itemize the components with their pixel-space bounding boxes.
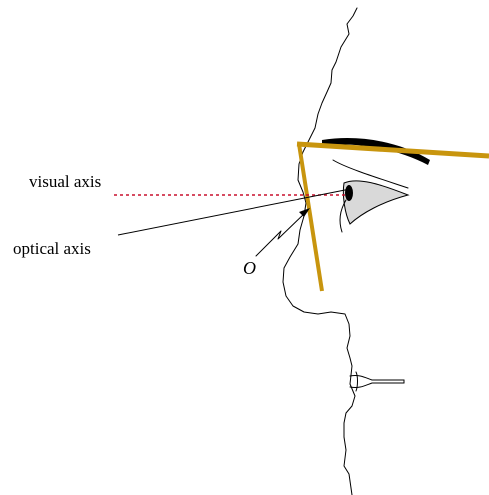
- eye-white: [343, 181, 408, 224]
- upper-lip-line: [350, 375, 404, 380]
- frame-vertical-bar: [299, 144, 322, 291]
- visual-axis-label: visual axis: [29, 172, 101, 191]
- pupil: [345, 185, 353, 201]
- optical-axis-line: [118, 189, 350, 235]
- lip-mark: [356, 372, 358, 391]
- o-pointer-line: [256, 212, 306, 256]
- face-profile-outline: [283, 8, 357, 495]
- optical-axis-label: optical axis: [13, 239, 91, 258]
- point-o-label: O: [243, 258, 256, 278]
- lower-lip-line: [350, 383, 404, 388]
